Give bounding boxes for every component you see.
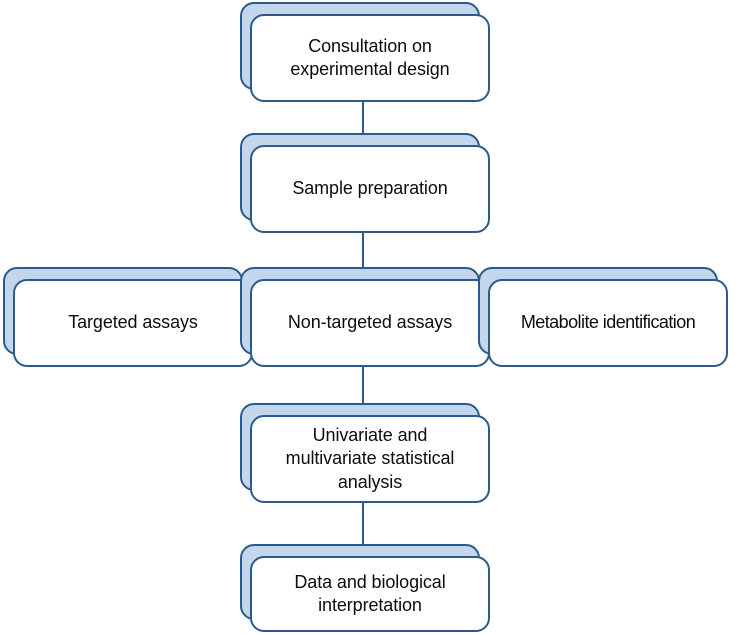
node-front-box: Consultation on experimental design: [250, 14, 490, 102]
node-label-metabolite-identification: Metabolite identification: [520, 312, 696, 333]
node-targeted-assays[interactable]: Targeted assays: [3, 267, 253, 367]
node-interpretation[interactable]: Data and biological interpretation: [240, 544, 490, 632]
node-front-box: Data and biological interpretation: [250, 556, 490, 632]
node-front-box: Sample preparation: [250, 145, 490, 233]
node-sample-preparation[interactable]: Sample preparation: [240, 133, 490, 233]
node-front-box: Targeted assays: [13, 279, 253, 367]
connector-consultation-to-sample-preparation: [362, 99, 364, 135]
node-label-consultation: Consultation on experimental design: [290, 35, 450, 79]
node-label-non-targeted-assays: Non-targeted assays: [287, 312, 453, 333]
node-label-targeted-assays: Targeted assays: [68, 312, 198, 333]
node-consultation[interactable]: Consultation on experimental design: [240, 2, 490, 102]
node-statistical-analysis[interactable]: Univariate and multivariate statistical …: [240, 403, 490, 503]
node-label-interpretation: Data and biological interpretation: [294, 571, 446, 615]
node-non-targeted-assays[interactable]: Non-targeted assays: [240, 267, 490, 367]
node-label-sample-preparation: Sample preparation: [292, 178, 448, 199]
connector-non-targeted-assays-to-statistical-analysis: [362, 367, 364, 404]
node-label-statistical-analysis: Univariate and multivariate statistical …: [285, 424, 455, 492]
node-metabolite-identification[interactable]: Metabolite identification: [478, 267, 728, 367]
node-front-box: Non-targeted assays: [250, 279, 490, 367]
node-front-box: Metabolite identification: [488, 279, 728, 367]
connector-statistical-analysis-to-interpretation: [362, 503, 364, 545]
node-front-box: Univariate and multivariate statistical …: [250, 415, 490, 503]
connector-sample-preparation-to-non-targeted-assays: [362, 231, 364, 268]
